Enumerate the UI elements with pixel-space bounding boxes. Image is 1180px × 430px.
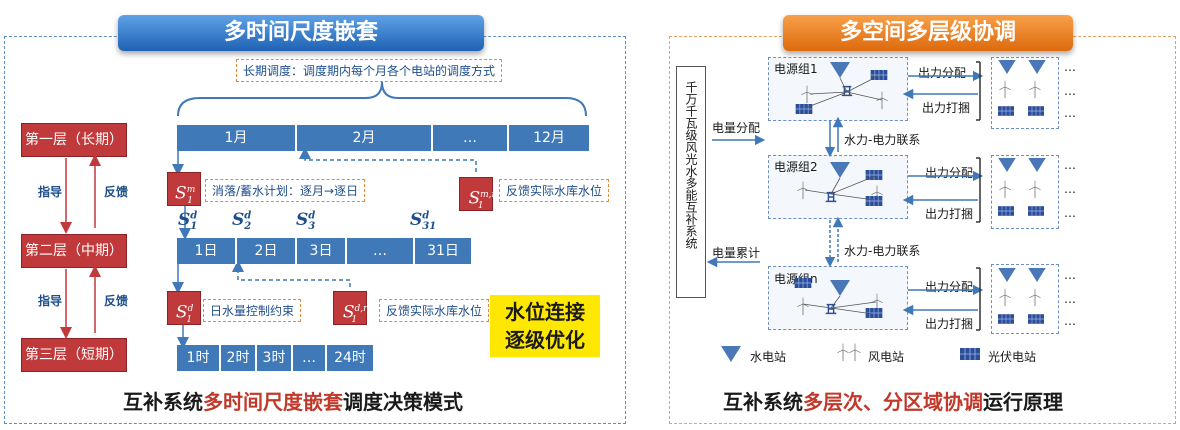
layer-short: 第三层（短期） xyxy=(21,338,127,372)
guide-label-2: 指导 xyxy=(38,294,63,308)
hour-cell: … xyxy=(293,345,327,371)
month-cell: … xyxy=(433,125,509,151)
month-brace xyxy=(177,81,587,117)
feedback-label-2: 反馈 xyxy=(104,294,129,308)
s-month-feedback-box: Sm,r1 xyxy=(459,177,496,211)
out-bundle-2: 出力打捆 xyxy=(925,207,974,221)
ellipsis-1: … xyxy=(1064,60,1076,74)
hour-cell: 1时 xyxy=(177,345,221,371)
highlight-box: 水位连接 逐级优化 xyxy=(490,295,600,357)
feedback-label-1: 反馈 xyxy=(104,185,129,199)
hour-bar: 1时 2时 3时 … 24时 xyxy=(177,345,373,371)
legend-wind: 风电站 xyxy=(868,350,905,364)
legend-hydro: 水电站 xyxy=(750,350,787,364)
right-caption-suffix: 运行原理 xyxy=(983,390,1063,414)
day-cell: 2日 xyxy=(237,238,297,264)
unit-box-1 xyxy=(991,57,1059,129)
ellipsis-8: … xyxy=(1064,292,1076,306)
right-diagram-graphics xyxy=(706,60,1046,362)
month-feedback-note: 反馈实际水库水位 xyxy=(499,179,610,202)
ellipsis-5: … xyxy=(1064,182,1076,196)
guide-label-1: 指导 xyxy=(38,185,63,199)
s-day-feedback-box: Sd,r1 xyxy=(333,291,367,325)
right-header: 多空间多层级协调 xyxy=(783,15,1073,51)
layer-arrows xyxy=(60,154,101,339)
layer-long: 第一层（长期） xyxy=(21,123,127,157)
left-caption: 互补系统多时间尺度嵌套调度决策模式 xyxy=(123,386,463,415)
month-cell: 1月 xyxy=(177,125,297,151)
day-feedback-note: 反馈实际水库水位 xyxy=(379,299,490,322)
highlight-line-2: 逐级优化 xyxy=(505,328,585,352)
month-cell: 2月 xyxy=(297,125,433,151)
ellipsis-7: … xyxy=(1064,268,1076,282)
group-2-label: 电源组2 xyxy=(774,160,818,174)
hour-cell: 3时 xyxy=(257,345,293,371)
system-label: 千万千瓦级风光水多能互补系统 xyxy=(684,81,698,249)
left-caption-prefix: 互补系统 xyxy=(123,390,203,414)
s-day-3: Sd3 xyxy=(296,210,316,233)
energy-alloc-label: 电量分配 xyxy=(712,121,761,135)
plan-note: 消落/蓄水计划：逐月→逐日 xyxy=(205,179,366,202)
group-1-label: 电源组1 xyxy=(774,62,818,76)
hour-cell: 24时 xyxy=(327,345,373,371)
day-bar: 1日 2日 3日 … 31日 xyxy=(177,238,471,264)
hour-cell: 2时 xyxy=(221,345,257,371)
out-bundle-1: 出力打捆 xyxy=(922,101,971,115)
s-day-1: Sd1 xyxy=(178,210,198,233)
right-caption-highlight: 多层次、分区域协调 xyxy=(803,390,983,414)
long-term-note: 长期调度：调度期内每个月各个电站的调度方式 xyxy=(236,59,503,82)
ellipsis-4: … xyxy=(1064,158,1076,172)
nest-arrows xyxy=(172,147,477,349)
group-2 xyxy=(768,155,908,219)
month-bar: 1月 2月 … 12月 xyxy=(177,125,589,151)
right-caption-prefix: 互补系统 xyxy=(723,390,803,414)
link-label-1: 水力-电力联系 xyxy=(844,133,921,147)
s-day-2: Sd2 xyxy=(232,210,252,233)
day-cell: … xyxy=(347,238,415,264)
s-monthly-box: Sm1 xyxy=(167,172,201,206)
ellipsis-9: … xyxy=(1064,314,1076,328)
left-caption-highlight: 多时间尺度嵌套 xyxy=(203,390,343,414)
highlight-line-1: 水位连接 xyxy=(505,300,585,324)
legend-pv: 光伏电站 xyxy=(988,350,1037,364)
link-label-2: 水力-电力联系 xyxy=(844,244,921,258)
unit-box-3 xyxy=(991,264,1059,334)
day-cell: 31日 xyxy=(415,238,471,264)
right-caption: 互补系统多层次、分区域协调运行原理 xyxy=(723,386,1063,415)
day-cell: 3日 xyxy=(297,238,347,264)
system-box: 千万千瓦级风光水多能互补系统 xyxy=(676,66,706,298)
day-cell: 1日 xyxy=(177,238,237,264)
month-cell: 12月 xyxy=(509,125,589,151)
s-day-31: Sd31 xyxy=(410,210,437,233)
out-bundle-3: 出力打捆 xyxy=(925,317,974,331)
left-header: 多时间尺度嵌套 xyxy=(118,15,484,51)
unit-box-2 xyxy=(991,155,1059,229)
ellipsis-3: … xyxy=(1064,106,1076,120)
s-daily-box: Sd1 xyxy=(167,291,201,325)
ellipsis-6: … xyxy=(1064,206,1076,220)
energy-accum-label: 电量累计 xyxy=(712,246,761,260)
daily-water-note: 日水量控制约束 xyxy=(203,299,302,322)
ellipsis-2: … xyxy=(1064,84,1076,98)
left-caption-suffix: 调度决策模式 xyxy=(343,390,463,414)
layer-mid: 第二层（中期） xyxy=(21,234,127,268)
